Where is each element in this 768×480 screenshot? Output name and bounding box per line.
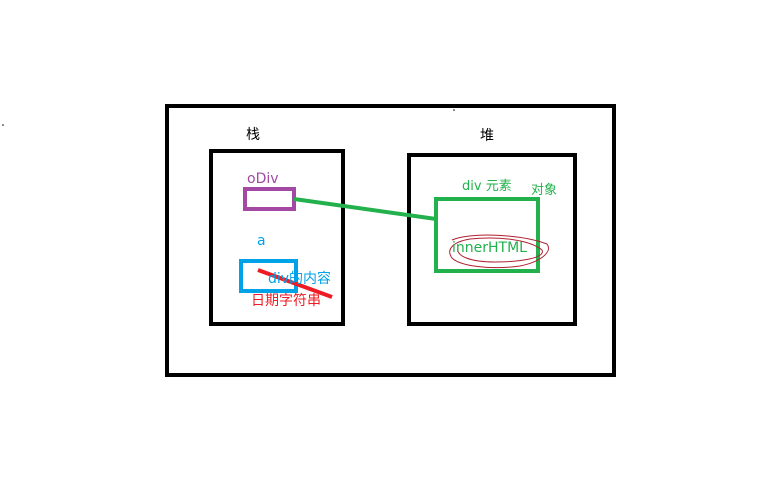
scribble-circle (449, 234, 549, 269)
a-label: a (257, 233, 266, 249)
stray-dot (2, 124, 4, 126)
heap-box (407, 153, 577, 326)
reference-line (293, 197, 437, 221)
stray-dot (453, 109, 455, 111)
object-label: 对象 (531, 183, 558, 198)
inner-html-label: innerHTML (452, 240, 527, 256)
div-element-box (434, 197, 540, 273)
div-element-label: div 元素 (462, 179, 512, 194)
heap-label: 堆 (480, 128, 494, 144)
date-string-label: 日期字符串 (251, 293, 321, 309)
stack-box (209, 149, 345, 326)
odiv-label: oDiv (247, 171, 279, 187)
odiv-variable-box (243, 187, 296, 211)
outer-frame (165, 104, 616, 377)
stack-label: 栈 (246, 127, 260, 143)
div-content-label: div的内容 (268, 271, 332, 287)
a-variable-box (239, 259, 298, 293)
strike-line (257, 268, 333, 299)
